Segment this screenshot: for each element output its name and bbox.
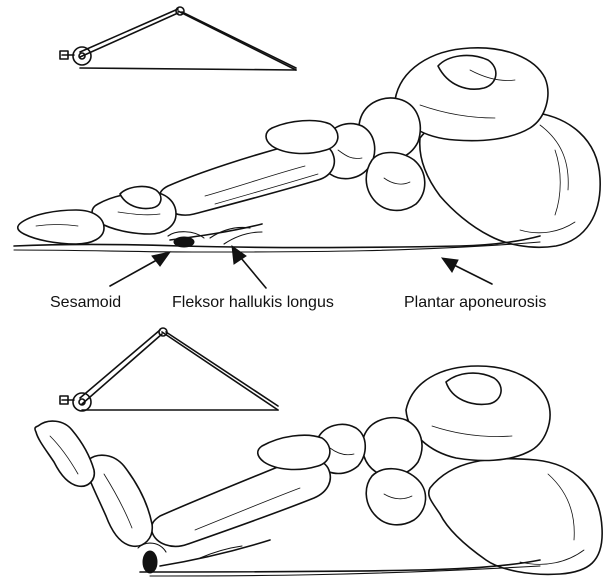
top-foot-skeleton bbox=[14, 48, 600, 252]
bottom-sesamoid-bone bbox=[143, 551, 157, 573]
top-pointer-arrows bbox=[110, 246, 492, 288]
bottom-plantar-aponeurosis bbox=[140, 560, 540, 572]
bottom-foot-skeleton bbox=[35, 366, 602, 576]
top-windlass-truss bbox=[60, 7, 296, 70]
bottom-windlass-truss bbox=[60, 328, 278, 411]
sesamoid-label: Sesamoid bbox=[50, 294, 121, 312]
plantar-aponeurosis-label: Plantar aponeurosis bbox=[404, 294, 546, 312]
bottom-windlass-mechanism bbox=[35, 328, 602, 576]
flexor-hallucis-longus-label: Fleksor hallukis longus bbox=[172, 294, 334, 312]
top-windlass-mechanism bbox=[14, 7, 600, 288]
